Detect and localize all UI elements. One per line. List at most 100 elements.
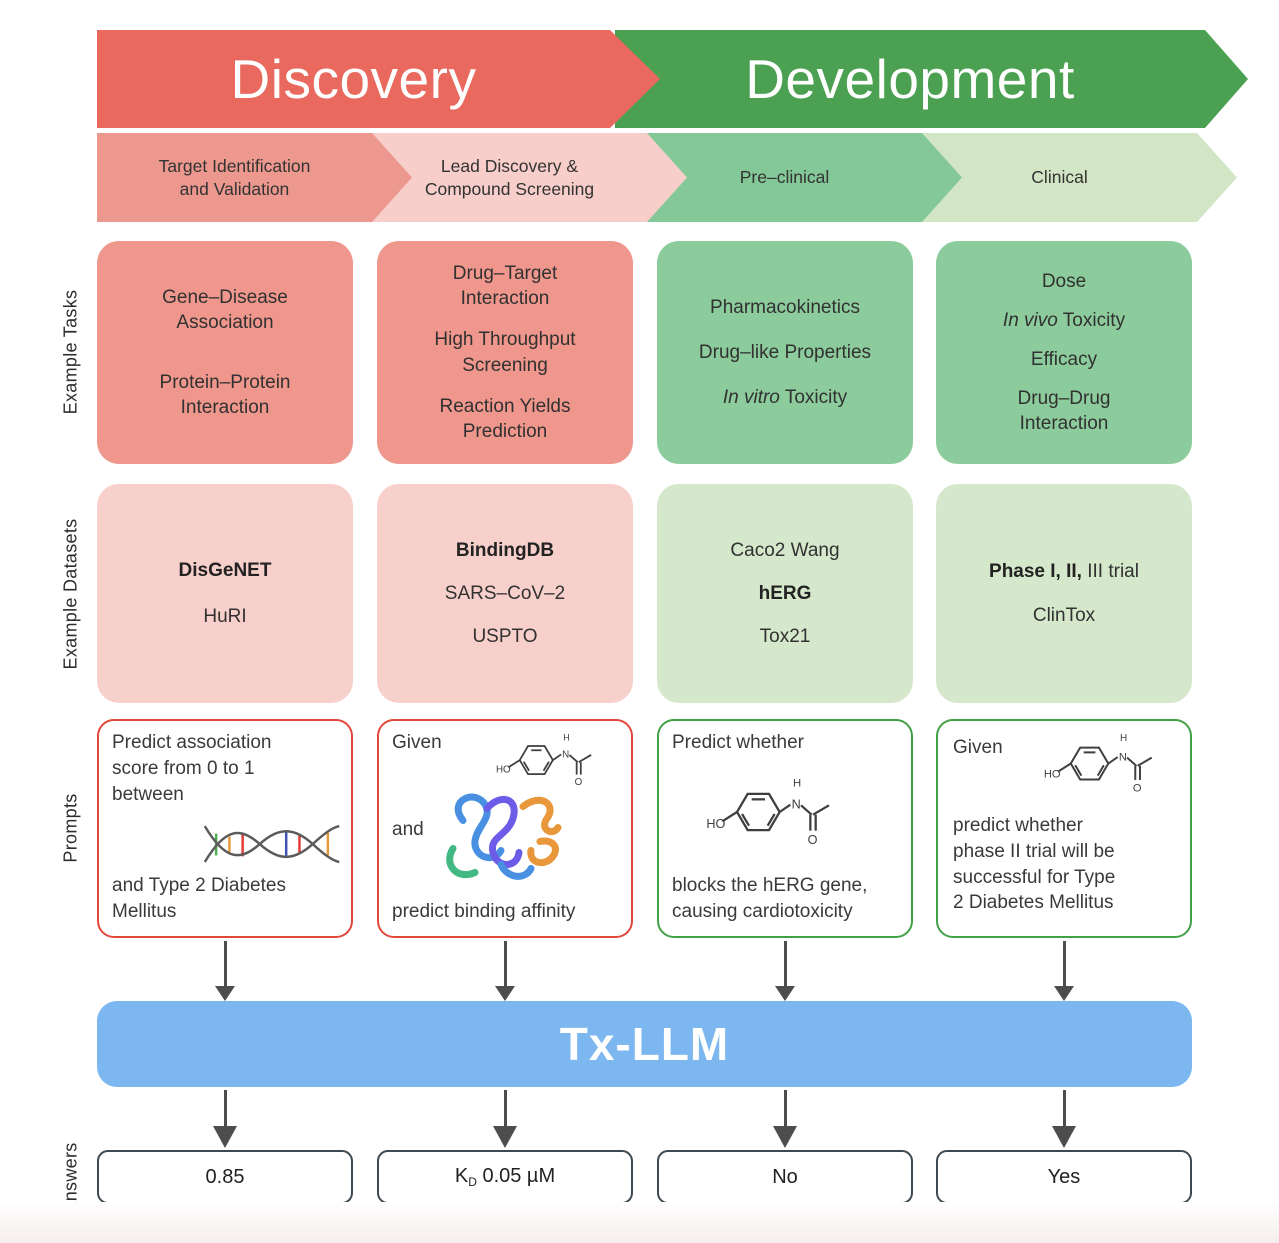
- stage-arrow-development: Development: [615, 30, 1248, 128]
- prompt-box-herg-toxicity: Predict whether HO N H O blocks the hERG…: [657, 719, 913, 938]
- protein-ribbon-icon: [446, 793, 562, 880]
- arrow-down-icon: [1054, 986, 1074, 1001]
- answer-box-herg: No: [657, 1150, 913, 1204]
- task-item: Drug–Drug Interaction: [1017, 388, 1111, 435]
- model-label: Tx-LLM: [559, 1018, 730, 1070]
- dataset-item: ClinTox: [1032, 604, 1096, 626]
- arrow-down-icon: [504, 941, 507, 987]
- phase-label: Clinical: [1031, 167, 1088, 188]
- svg-text:N: N: [792, 798, 801, 812]
- dataset-item: hERG: [758, 582, 812, 604]
- prompt-box-phase2-trial: Given HO N H O predict whether phase II …: [936, 719, 1192, 938]
- svg-text:HO: HO: [1044, 769, 1061, 781]
- dataset-item: USPTO: [472, 626, 538, 648]
- svg-text:O: O: [808, 833, 818, 847]
- row-label-example-datasets: Example Datasets: [60, 518, 81, 670]
- datasets-box-lead-discovery: BindingDB SARS–CoV–2 USPTO: [377, 484, 633, 703]
- arrow-down-icon: [493, 1126, 517, 1148]
- phase-label: Target Identification and Validation: [158, 155, 311, 199]
- arrow-down-icon: [215, 986, 235, 1001]
- answer-box-binding-affinity: KD 0.05 µM: [377, 1150, 633, 1204]
- answer-value: Yes: [1047, 1165, 1081, 1188]
- prompt-intro: Predict association score from 0 to 1 be…: [112, 732, 272, 805]
- dataset-item: HuRI: [203, 605, 247, 627]
- arrow-down-icon: [1052, 1126, 1076, 1148]
- task-item: Drug–Target Interaction: [452, 263, 558, 310]
- row-label-example-tasks: Example Tasks: [60, 289, 81, 415]
- dataset-item: Caco2 Wang: [730, 539, 840, 561]
- prompt-box-binding-affinity: Given HO N H O and predict bin: [377, 719, 633, 938]
- dna-helix-icon: [203, 824, 340, 864]
- svg-text:N: N: [1119, 752, 1127, 764]
- svg-text:O: O: [1133, 783, 1142, 794]
- arrow-down-icon: [1063, 941, 1066, 987]
- dataset-item: BindingDB: [455, 539, 555, 561]
- stage-label-discovery: Discovery: [230, 48, 477, 110]
- task-item: Gene–Disease Association: [162, 287, 288, 334]
- phase-arrow-lead-discovery: Lead Discovery & Compound Screening: [372, 133, 687, 222]
- dataset-item: Tox21: [759, 626, 811, 648]
- svg-text:H: H: [1120, 733, 1127, 744]
- datasets-box-clinical: Phase I, II, III trial ClinTox: [936, 484, 1192, 703]
- tasks-box-preclinical: Pharmacokinetics Drug–like Properties In…: [657, 241, 913, 464]
- task-item: Pharmacokinetics: [710, 296, 860, 318]
- arrow-down-icon: [504, 1090, 507, 1126]
- svg-text:HO: HO: [706, 817, 725, 831]
- arrow-down-icon: [784, 941, 787, 987]
- arrow-down-icon: [224, 1090, 227, 1126]
- stage-arrow-discovery: Discovery: [97, 30, 660, 128]
- answer-box-phase2: Yes: [936, 1150, 1192, 1204]
- task-item: Drug–like Properties: [698, 341, 872, 363]
- datasets-box-preclinical: Caco2 Wang hERG Tox21: [657, 484, 913, 703]
- arrow-down-icon: [213, 1126, 237, 1148]
- task-item: In vitro Toxicity: [722, 387, 848, 409]
- answer-value: 0.85: [205, 1165, 245, 1188]
- row-label-prompts: Prompts: [60, 793, 81, 863]
- prompt-outro: blocks the hERG gene, causing cardiotoxi…: [672, 875, 868, 923]
- svg-text:HO: HO: [496, 765, 511, 776]
- tasks-box-lead-discovery: Drug–Target Interaction High Throughput …: [377, 241, 633, 464]
- phase-arrow-clinical: Clinical: [922, 133, 1237, 222]
- tasks-box-clinical: Dose In vivo Toxicity Efficacy Drug–Drug…: [936, 241, 1192, 464]
- tasks-box-target-identification: Gene–Disease Association Protein–Protein…: [97, 241, 353, 464]
- arrow-down-icon: [784, 1090, 787, 1126]
- phase-arrow-target-identification: Target Identification and Validation: [97, 133, 412, 222]
- arrow-down-icon: [775, 986, 795, 1001]
- phase-label: Pre–clinical: [739, 167, 830, 188]
- stage-label-development: Development: [745, 48, 1075, 110]
- arrow-down-icon: [1063, 1090, 1066, 1126]
- task-item: In vivo Toxicity: [1002, 309, 1126, 331]
- prompt-intro: Given: [953, 737, 1003, 758]
- prompt-outro: and Type 2 Diabetes Mellitus: [112, 875, 286, 923]
- prompt-outro: predict binding affinity: [392, 901, 576, 923]
- dataset-item: DisGeNET: [178, 560, 272, 582]
- molecule-icon: HO N H O: [1044, 733, 1153, 794]
- prompt-outro: predict whether phase II trial will be s…: [953, 815, 1116, 914]
- model-bar: Tx-LLM: [97, 1001, 1192, 1087]
- prompt-box-gene-disease: Predict association score from 0 to 1 be…: [97, 719, 353, 938]
- task-item: Protein–Protein Interaction: [159, 371, 291, 418]
- prompt-intro: Predict whether: [672, 732, 805, 753]
- answer-box-association-score: 0.85: [97, 1150, 353, 1204]
- datasets-box-target-identification: DisGeNET HuRI: [97, 484, 353, 703]
- task-item: Dose: [1041, 270, 1087, 292]
- prompt-intro: Given: [392, 732, 442, 753]
- svg-text:N: N: [562, 750, 569, 761]
- svg-text:O: O: [575, 777, 583, 787]
- arrow-down-icon: [495, 986, 515, 1001]
- dataset-item: Phase I, II, III trial: [989, 561, 1139, 583]
- svg-text:H: H: [793, 778, 801, 790]
- dataset-item: SARS–CoV–2: [444, 582, 566, 604]
- task-item: Efficacy: [1030, 348, 1098, 370]
- phase-arrow-preclinical: Pre–clinical: [647, 133, 962, 222]
- molecule-icon: HO N H O: [706, 778, 830, 847]
- phase-label: Lead Discovery & Compound Screening: [424, 155, 595, 199]
- arrow-down-icon: [773, 1126, 797, 1148]
- answer-value: No: [772, 1165, 798, 1188]
- task-item: High Throughput Screening: [434, 329, 576, 376]
- bottom-strip: [0, 1202, 1279, 1243]
- prompt-middle: and: [392, 819, 424, 840]
- molecule-icon: HO N H O: [496, 732, 592, 787]
- arrow-down-icon: [224, 941, 227, 987]
